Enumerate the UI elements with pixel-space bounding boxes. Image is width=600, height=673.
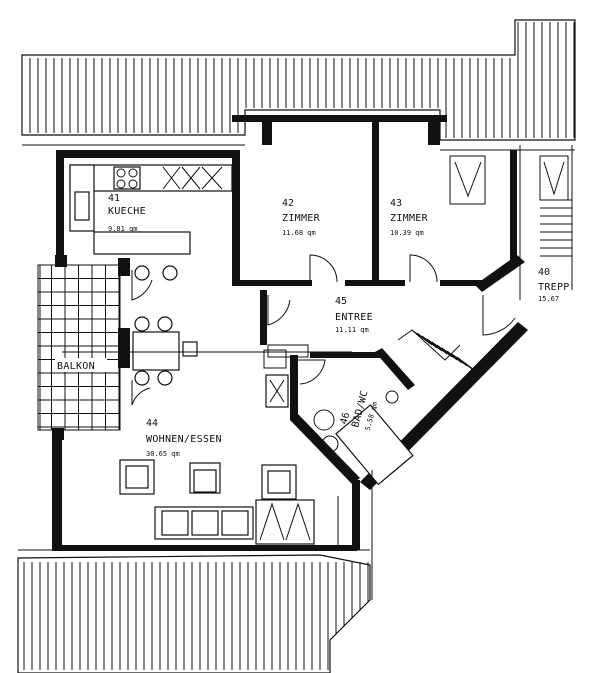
svg-text:BALKON: BALKON xyxy=(57,361,95,372)
stairs xyxy=(397,199,572,373)
room-label-41: 41 KUECHE 9.01 qm xyxy=(108,193,146,233)
svg-text:43: 43 xyxy=(390,198,402,209)
bath-fixtures xyxy=(265,374,414,486)
stair-step xyxy=(426,338,448,355)
svg-text:41: 41 xyxy=(108,193,120,204)
svg-text:9.01 qm: 9.01 qm xyxy=(108,225,138,233)
svg-text:TREPP: TREPP xyxy=(538,282,570,293)
svg-text:ZIMMER: ZIMMER xyxy=(282,213,321,224)
svg-text:ZIMMER: ZIMMER xyxy=(390,213,429,224)
svg-text:11.11 qm: 11.11 qm xyxy=(335,326,369,334)
door-swings xyxy=(131,254,516,406)
svg-text:46: 46 xyxy=(339,411,353,425)
room-label-42: 42 ZIMMER 11.68 qm xyxy=(282,198,321,237)
sofa-set xyxy=(119,459,315,545)
stair-step xyxy=(441,347,463,364)
svg-text:15.67: 15.67 xyxy=(538,295,559,303)
roof-top xyxy=(21,19,576,151)
stair-step xyxy=(451,353,473,370)
svg-text:10.39 qm: 10.39 qm xyxy=(390,229,424,237)
room-label-45: 45 ENTREE 11.11 qm xyxy=(335,296,373,334)
svg-text:40: 40 xyxy=(538,267,550,278)
stair-step xyxy=(431,341,453,358)
room-label-44: 44 WOHNEN/ESSEN 30.65 qm xyxy=(146,418,222,458)
svg-text:KUECHE: KUECHE xyxy=(108,206,146,217)
dining-set xyxy=(132,316,198,386)
kitchen-counter xyxy=(69,164,233,281)
stair-step xyxy=(436,344,458,361)
svg-text:11.68 qm: 11.68 qm xyxy=(282,229,316,237)
room-label-43: 43 ZIMMER 10.39 qm xyxy=(390,198,429,237)
stair-step xyxy=(446,350,468,367)
svg-text:WOHNEN/ESSEN: WOHNEN/ESSEN xyxy=(146,434,222,445)
outer-lines xyxy=(39,145,573,600)
stair-step xyxy=(421,335,443,352)
room-label-40: 40 TREPP 15.67 xyxy=(538,267,570,303)
svg-text:45: 45 xyxy=(335,296,347,307)
svg-text:ENTREE: ENTREE xyxy=(335,312,373,323)
roof-bottom xyxy=(17,549,371,673)
walls xyxy=(52,115,528,551)
stair-step xyxy=(456,356,478,373)
balcony-grid xyxy=(37,264,121,431)
stair-step xyxy=(416,332,438,349)
svg-text:42: 42 xyxy=(282,198,294,209)
balcony-label: BALKON xyxy=(55,358,107,372)
svg-text:44: 44 xyxy=(146,418,158,429)
skylights xyxy=(449,155,569,205)
svg-text:30.65 qm: 30.65 qm xyxy=(146,450,180,458)
